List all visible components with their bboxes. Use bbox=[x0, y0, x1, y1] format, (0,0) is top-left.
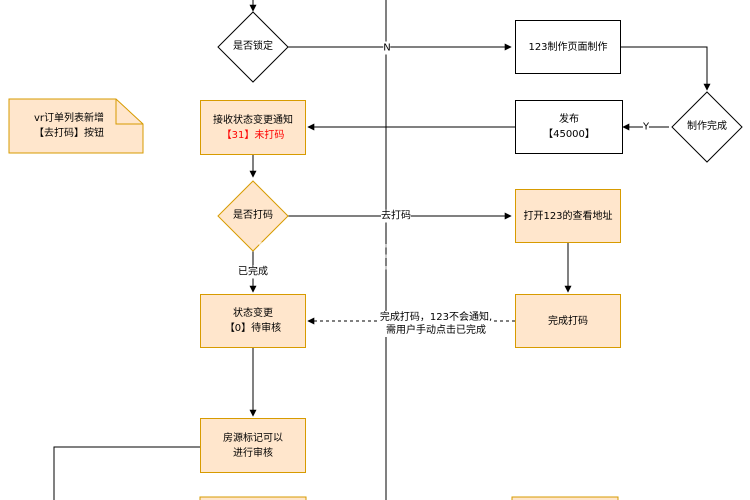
note: vr订单列表新增 【去打码】按钮 bbox=[8, 99, 143, 153]
box-open-address: 打开123的查看地址 bbox=[515, 189, 621, 243]
box-status-change: 状态变更 【0】待审核 bbox=[200, 294, 306, 348]
box-page-make-label: 123制作页面制作 bbox=[528, 41, 608, 53]
box-status-line2: 【0】待审核 bbox=[224, 323, 282, 334]
box-listing-review: 房源标记可以 进行审核 bbox=[200, 418, 306, 473]
box-bottom-left-partial bbox=[199, 496, 307, 500]
edge-label-n: N bbox=[383, 41, 391, 55]
edge-label-finish-line1: 完成打码，123不会通知, bbox=[379, 312, 493, 323]
box-receive-line1: 接收状态变更通知 bbox=[213, 114, 293, 126]
edge-to-make-done bbox=[621, 46, 711, 91]
diamond-label-is-locked: 是否锁定 bbox=[233, 41, 273, 52]
box-receive-notice: 接收状态变更通知 【31】未打码 bbox=[200, 100, 306, 155]
box-review-line2: 进行审核 bbox=[233, 447, 273, 459]
diamond-label-is-coded: 是否打码 bbox=[233, 210, 273, 221]
box-status-line1: 状态变更 bbox=[233, 308, 273, 319]
box-open-address-label: 打开123的查看地址 bbox=[523, 210, 613, 222]
box-finish-coding: 完成打码 bbox=[515, 294, 621, 348]
box-publish-line1: 发布 bbox=[559, 114, 579, 125]
edge-label-finish-line2: 需用户手动点击已完成 bbox=[385, 325, 486, 336]
box-bottom-right-partial bbox=[511, 496, 619, 500]
box-publish-line2: 【45000】 bbox=[543, 129, 595, 140]
diamond-is-locked bbox=[217, 11, 289, 83]
edge-label-finish-note: 完成打码，123不会通知, 需用户手动点击已完成 bbox=[379, 311, 493, 337]
box-finish-coding-label: 完成打码 bbox=[548, 315, 588, 327]
box-review-line1: 房源标记可以 bbox=[223, 432, 283, 444]
edge-label-y: Y bbox=[642, 120, 650, 134]
edge-label-done: 已完成 bbox=[238, 265, 268, 279]
box-receive-line2: 【31】未打码 bbox=[221, 129, 285, 141]
note-line2: 【去打码】按钮 bbox=[34, 128, 104, 139]
note-line1: vr订单列表新增 bbox=[33, 113, 105, 124]
diamond-label-make-done: 制作完成 bbox=[687, 121, 727, 132]
box-publish: 发布 【45000】 bbox=[515, 100, 623, 154]
diamond-is-coded bbox=[217, 180, 289, 252]
watermark: VR标注规范 bbox=[258, 236, 471, 276]
edge-left-loop bbox=[53, 446, 201, 500]
diamond-make-done bbox=[671, 91, 743, 163]
box-page-make: 123制作页面制作 bbox=[515, 20, 621, 74]
note-fold bbox=[115, 99, 143, 125]
note-shape bbox=[8, 98, 144, 154]
edge-label-go-code: 去打码 bbox=[381, 209, 411, 223]
